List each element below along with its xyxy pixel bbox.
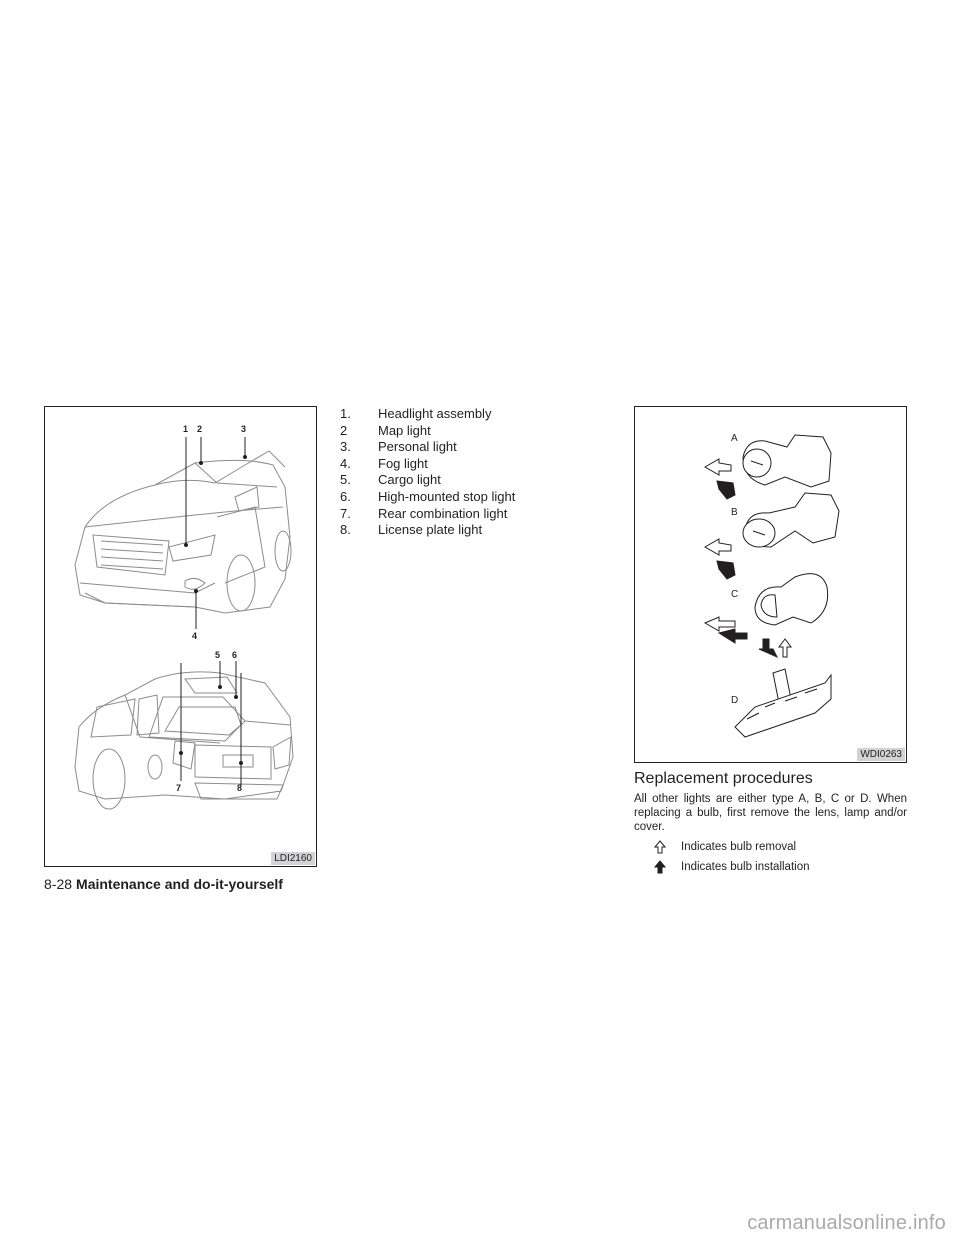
legend-text: Cargo light [378, 472, 441, 488]
legend-number: 1. [340, 406, 351, 421]
outline-up-arrow-icon [654, 840, 666, 854]
callout-5: 5 [215, 650, 220, 660]
legend-item: 6. High-mounted stop light [340, 489, 515, 506]
legend-number: 2 [340, 422, 348, 438]
legend-item: 4. Fog light [340, 456, 515, 473]
indicator-text: Indicates bulb removal [681, 841, 797, 853]
legend-number: 3. [340, 439, 351, 455]
legend-item: 2 Map light [340, 423, 515, 440]
type-label-a: A [731, 433, 738, 444]
legend-item: 1. Headlight assembly [340, 406, 515, 423]
legend-number: 7. [340, 505, 351, 521]
callout-7: 7 [176, 783, 181, 793]
vehicle-illustration: 1 2 3 4 5 6 7 8 [74, 424, 294, 810]
callout-4: 4 [192, 631, 197, 641]
legend-number: 5. [340, 472, 351, 488]
legend-number: 6. [340, 488, 351, 504]
legend-text: License plate light [378, 522, 483, 538]
section-heading: Replacement procedures [634, 770, 813, 787]
legend-text: Map light [378, 422, 431, 438]
legend-text: High-mounted stop light [378, 488, 516, 504]
legend-text: Personal light [378, 439, 457, 455]
figure-code: WDI0263 [857, 748, 905, 761]
filled-up-arrow-icon [654, 860, 666, 874]
page-number: 8-28 [44, 876, 73, 892]
type-label-b: B [731, 507, 738, 518]
callout-6: 6 [232, 650, 237, 660]
legend-text: Rear combination light [378, 505, 508, 521]
type-label-d: D [731, 695, 738, 706]
legend-number: 8. [340, 522, 351, 538]
bulb-types-figure: A B C D WDI0263 [634, 406, 907, 763]
installation-indicator: Indicates bulb installation [634, 860, 907, 874]
lights-legend: 1. Headlight assembly 2 Map light 3. Per… [340, 406, 515, 539]
legend-item: 7. Rear combination light [340, 506, 515, 523]
legend-number: 4. [340, 455, 351, 471]
legend-item: 8. License plate light [340, 522, 515, 539]
legend-item: 3. Personal light [340, 439, 515, 456]
callout-1: 1 [183, 424, 188, 434]
vehicle-lights-figure: 1 2 3 4 5 6 7 8 LDI2160 [44, 406, 317, 867]
callout-8: 8 [237, 783, 242, 793]
figure-code: LDI2160 [271, 852, 315, 865]
indicator-text: Indicates bulb installation [681, 861, 810, 873]
legend-item: 5. Cargo light [340, 472, 515, 489]
section-body: All other lights are either type A, B, C… [634, 793, 907, 833]
watermark: carmanualsonline.info [747, 1212, 946, 1234]
replacement-procedures-section: Replacement procedures All other lights … [634, 770, 907, 874]
type-label-c: C [731, 589, 738, 600]
callout-2: 2 [197, 424, 202, 434]
removal-indicator: Indicates bulb removal [634, 840, 907, 854]
legend-text: Headlight assembly [378, 406, 492, 421]
bulb-illustration: A B C D [703, 433, 840, 738]
legend-text: Fog light [378, 455, 428, 471]
callout-3: 3 [241, 424, 246, 434]
chapter-title: Maintenance and do-it-yourself [76, 876, 283, 892]
